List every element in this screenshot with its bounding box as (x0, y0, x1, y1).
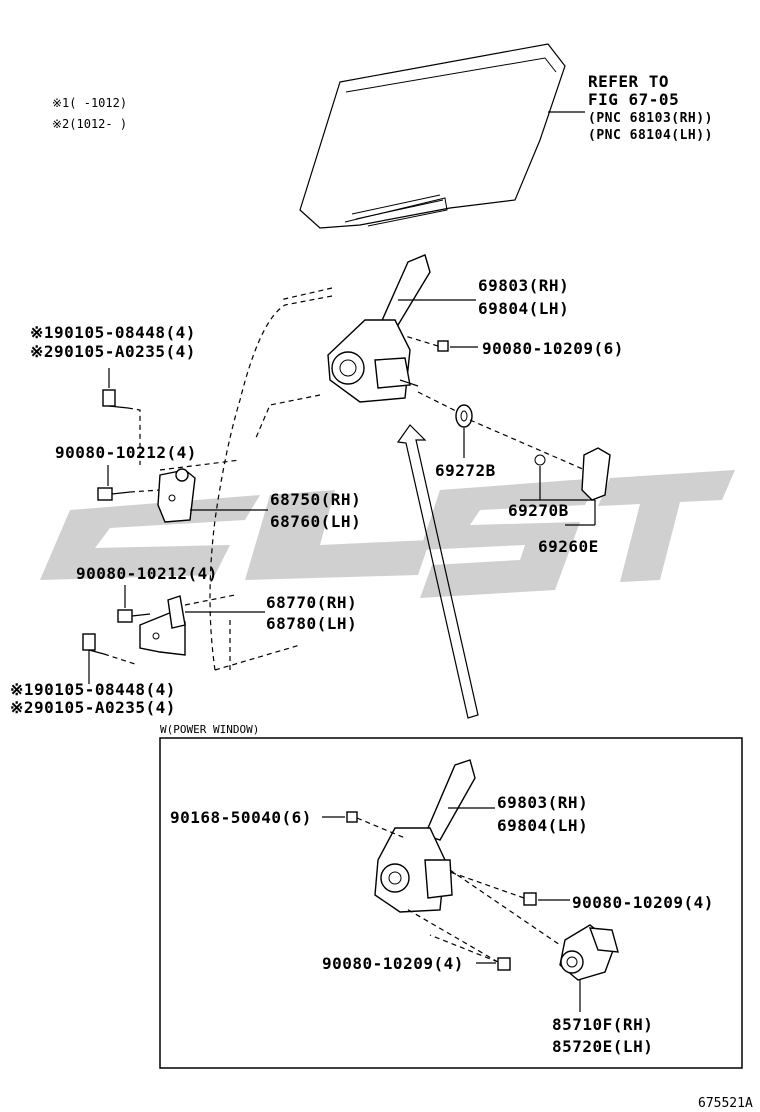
bolt-10212-upper (97, 459, 241, 501)
refer-line-2: FIG 67-05 (588, 90, 679, 109)
label-hinge-upper-lh: 68760(LH) (270, 512, 361, 531)
bolt-10209-lower (404, 907, 511, 971)
label-hinge-lower-lh: 68780(LH) (266, 614, 357, 633)
power-window-box (159, 737, 743, 1069)
bolt-10209-right (449, 871, 570, 906)
direction-arrow (396, 424, 479, 719)
bolt-left-lower (82, 633, 136, 684)
notes-block: ※1( -1012) ※2(1012- ) (52, 96, 127, 131)
label-bolt-10209-a: 90080-10209(4) (572, 893, 714, 912)
refer-line-3: (PNC 68103(RH)) (588, 111, 713, 126)
label-washer: 69272B (435, 461, 496, 480)
window-regulator-power (374, 759, 476, 913)
door-glass (299, 43, 566, 229)
label-motor-lh: 85720E(LH) (552, 1037, 653, 1056)
label-regulator-rh: 69803(RH) (478, 276, 569, 295)
power-window-title: W(POWER WINDOW) (160, 723, 259, 736)
label-bolt-bottom-1: ※190105-08448(4) (10, 680, 176, 699)
refer-line-1: REFER TO (588, 72, 669, 91)
label-handle-knob: 69270B (508, 501, 569, 520)
hinge-lower (139, 594, 236, 656)
bolt-top (404, 335, 449, 352)
label-bolt-10212-a: 90080-10212(4) (55, 443, 197, 462)
label-handle-assy: 69260E (538, 537, 599, 556)
label-hinge-lower-rh: 68770(RH) (266, 593, 357, 612)
label-bolt-left-1: ※190105-08448(4) (30, 323, 196, 342)
note-2: ※2(1012- ) (52, 117, 127, 131)
hinge-upper (157, 468, 196, 523)
refer-block: REFER TO FIG 67-05 (PNC 68103(RH)) (PNC … (588, 72, 713, 143)
label-pw-regulator-rh: 69803(RH) (497, 793, 588, 812)
label-bolt-50040: 90168-50040(6) (170, 808, 312, 827)
label-bolt-left-2: ※290105-A0235(4) (30, 342, 196, 361)
label-bolt-top: 90080-10209(6) (482, 339, 624, 358)
label-regulator-lh: 69804(LH) (478, 299, 569, 318)
bolt-left-upper (102, 368, 141, 465)
label-bolt-10212-b: 90080-10212(4) (76, 564, 218, 583)
label-pw-regulator-lh: 69804(LH) (497, 816, 588, 835)
refer-line-4: (PNC 68104(LH)) (588, 128, 713, 143)
label-bolt-bottom-2: ※290105-A0235(4) (10, 698, 176, 717)
window-regulator-manual (327, 254, 431, 403)
door-frame (209, 287, 333, 671)
note-1: ※1( -1012) (52, 96, 127, 110)
window-handle (469, 419, 611, 526)
window-motor (449, 869, 619, 1012)
washer (417, 391, 473, 458)
label-bolt-10209-b: 90080-10209(4) (322, 954, 464, 973)
figure-id: 675521A (698, 1096, 753, 1111)
label-hinge-upper-rh: 68750(RH) (270, 490, 361, 509)
bolt-10212-lower (117, 585, 151, 623)
watermark-logo (40, 470, 735, 598)
bolt-50040 (322, 811, 406, 839)
label-motor-rh: 85710F(RH) (552, 1015, 653, 1034)
